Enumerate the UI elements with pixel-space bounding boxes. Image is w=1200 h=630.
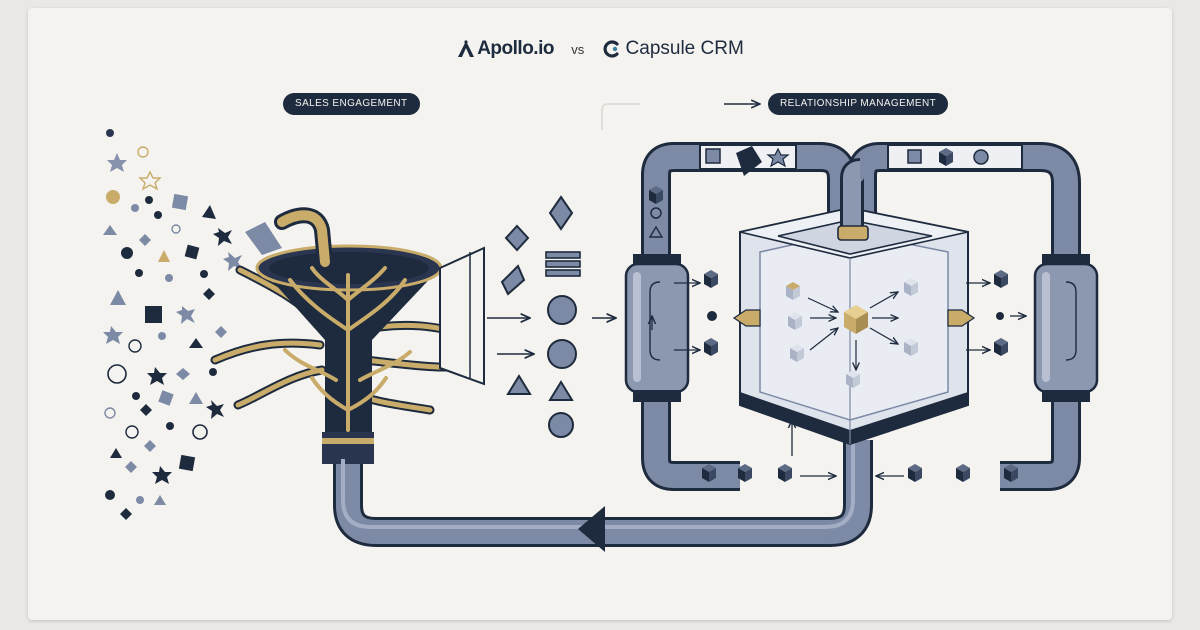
crm-hub-cube — [732, 206, 976, 446]
brand-capsule: Capsule CRM — [625, 38, 744, 59]
comparison-title: Apollo.io vs Capsule CRM — [0, 38, 1200, 60]
sales-engagement-badge: SALES ENGAGEMENT — [283, 93, 420, 115]
return-pipe — [333, 435, 873, 552]
brand-apollo: Apollo.io — [477, 38, 554, 59]
sorted-leads — [500, 195, 581, 438]
capsule-logo-icon — [603, 40, 619, 58]
relationship-management-badge: RELATIONSHIP MANAGEMENT — [768, 93, 949, 115]
apollo-logo-icon — [458, 40, 475, 57]
versus-label: vs — [571, 41, 585, 57]
scattered-leads — [103, 129, 242, 520]
arrow-left-icon — [578, 506, 605, 552]
input-tank — [624, 254, 690, 402]
output-tank — [1033, 254, 1099, 402]
funnel-icon — [210, 207, 485, 464]
